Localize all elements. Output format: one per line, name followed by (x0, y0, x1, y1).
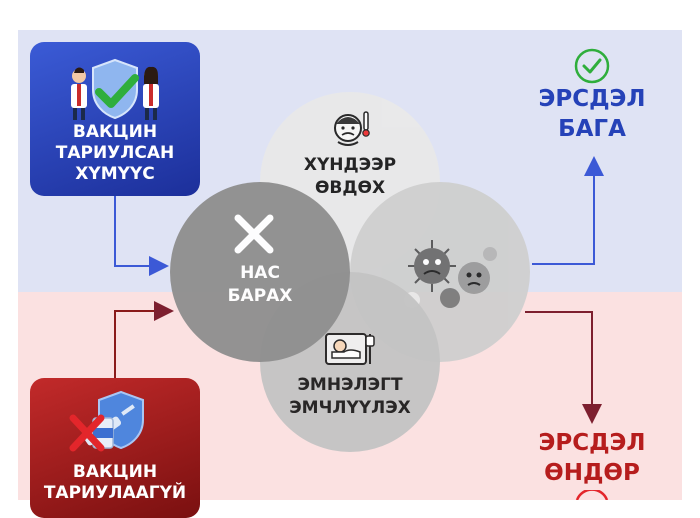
sick-person-thermometer-icon (334, 111, 370, 146)
warning-circle-icon (575, 490, 609, 500)
high-risk-line-2: ӨНДӨР (544, 460, 640, 486)
unvaccinated-label-line-2: ТАРИУЛААГҮЙ (43, 483, 187, 503)
shield-syringe-cross-icon (69, 390, 144, 452)
shield-people-check-icon (71, 58, 159, 120)
severe-line-2: ӨВДӨХ (314, 178, 386, 198)
unvaccinated-label-line-1: ВАКЦИН (72, 462, 158, 482)
high-risk-label: ЭРСДЭЛ ӨНДӨР (517, 428, 667, 488)
hospital-bed-icon (325, 333, 375, 365)
death-line-1: НАС (240, 263, 280, 283)
check-circle-icon (574, 48, 610, 84)
cross-x-icon (234, 214, 274, 254)
low-risk-line-1: ЭРСДЭЛ (538, 86, 646, 112)
vaccinated-label-line-3: ХҮМҮҮС (75, 164, 155, 184)
severe-line-1: ХҮНДЭЭР (303, 155, 397, 175)
death-line-2: БАРАХ (227, 286, 293, 306)
arrow-circles-to-high-risk (525, 311, 602, 424)
arrow-circles-to-low-risk (532, 156, 604, 265)
vaccinated-label-line-1: ВАКЦИН (72, 122, 158, 142)
virus-cluster-icon (404, 240, 497, 308)
low-risk-line-2: БАГА (558, 116, 626, 142)
arrow-unvaccinated-to-death (114, 301, 174, 378)
arrow-layer (114, 156, 604, 424)
outcome-death: НАС БАРАХ (170, 182, 350, 362)
vaccinated-label-line-2: ТАРИУЛСАН (55, 143, 175, 163)
low-risk-label: ЭРСДЭЛ БАГА (517, 84, 667, 144)
hospital-line-1: ЭМНЭЛЭГТ (297, 375, 403, 395)
high-risk-line-1: ЭРСДЭЛ (538, 430, 646, 456)
vaccinated-card: ВАКЦИН ТАРИУЛСАН ХҮМҮҮС (30, 42, 200, 196)
arrow-vaccinated-to-death (114, 196, 169, 276)
unvaccinated-card: ВАКЦИН ТАРИУЛААГҮЙ (30, 378, 200, 518)
hospital-line-2: ЭМЧЛҮҮЛЭХ (289, 398, 411, 418)
